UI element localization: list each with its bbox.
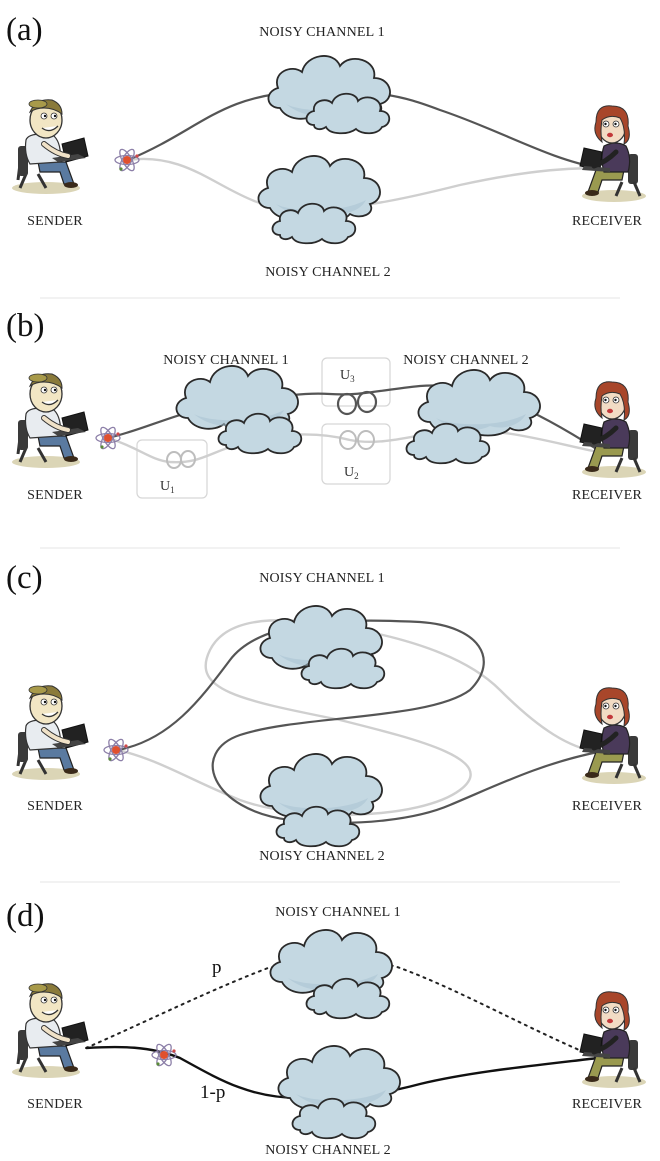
- panel-c-channel1-label: NOISY CHANNEL 1: [259, 571, 385, 586]
- panel-c-sender-label: SENDER: [27, 799, 83, 814]
- panel-d-channel2-label: NOISY CHANNEL 2: [265, 1143, 391, 1158]
- panel-a-sender-label: SENDER: [27, 214, 83, 229]
- panel-b-label: (b): [6, 308, 44, 344]
- panel-b-channel2-label: NOISY CHANNEL 2: [403, 353, 529, 368]
- panel-b-u2-loop: [339, 430, 375, 450]
- panel-b-u1-loop: [166, 450, 196, 469]
- panel-d-prob-upper: p: [212, 957, 222, 978]
- panel-b-u3-label: U3: [340, 368, 355, 384]
- panel-b-receiver-label: RECEIVER: [572, 488, 643, 503]
- panel-b-cloud2-small: [405, 422, 491, 465]
- panel-b-atom-icon: [95, 424, 121, 452]
- panel-b-receiver-icon: [580, 382, 646, 478]
- panel-b-u1-box: [136, 439, 208, 499]
- panel-a: (a) NOISY CHANNEL 1 SENDER RECEIVER NOIS…: [6, 12, 646, 280]
- panel-c-atom-icon: [103, 736, 129, 764]
- panel-b: (b) NOISY CHANNEL 1 NOISY CHANNEL 2 U3 U…: [6, 308, 646, 503]
- panel-b-channel1-label: NOISY CHANNEL 1: [163, 353, 289, 368]
- panel-c-channel2-label: NOISY CHANNEL 2: [259, 849, 385, 864]
- panel-d: (d) NOISY CHANNEL 1 p 1-p SENDER RECEIVE…: [6, 898, 646, 1158]
- panel-a-channel2-label: NOISY CHANNEL 2: [265, 265, 391, 280]
- panel-a-label: (a): [6, 12, 43, 48]
- panel-b-u3-box: [321, 357, 391, 407]
- panel-d-sender-icon: [12, 984, 88, 1078]
- panel-d-receiver-icon: [580, 992, 646, 1088]
- panel-a-sender-icon: [12, 100, 88, 194]
- panel-c-receiver-label: RECEIVER: [572, 799, 643, 814]
- panel-c-label: (c): [6, 560, 43, 596]
- panel-b-u3-loop: [336, 390, 378, 416]
- panel-c-path-dark: [117, 619, 599, 824]
- panel-b-u1-label: U1: [160, 479, 175, 495]
- panel-d-channel1-label: NOISY CHANNEL 1: [275, 905, 401, 920]
- panel-d-label: (d): [6, 898, 44, 934]
- panel-a-receiver-label: RECEIVER: [572, 214, 643, 229]
- panel-c: (c) NOISY CHANNEL 1 SENDER RECEIVER NOIS…: [6, 560, 646, 864]
- panel-b-sender-icon: [12, 374, 88, 468]
- panel-a-channel1-label: NOISY CHANNEL 1: [259, 25, 385, 40]
- panel-d-prob-lower: 1-p: [200, 1082, 225, 1103]
- panel-c-sender-icon: [12, 686, 88, 780]
- panel-c-receiver-icon: [580, 688, 646, 784]
- panel-d-receiver-label: RECEIVER: [572, 1097, 643, 1112]
- panel-b-sender-label: SENDER: [27, 488, 83, 503]
- panel-a-receiver-icon: [580, 106, 646, 202]
- panel-d-sender-label: SENDER: [27, 1097, 83, 1112]
- panel-b-u2-label: U2: [344, 465, 359, 481]
